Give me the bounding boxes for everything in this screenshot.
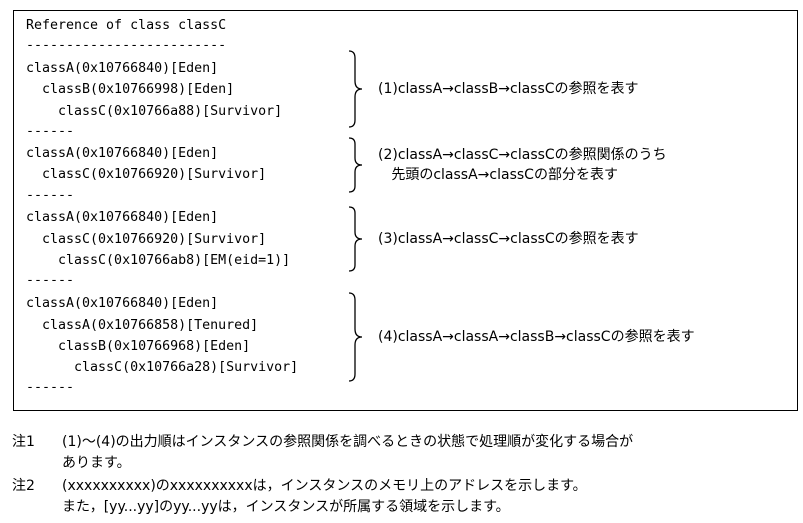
group4-line3: classB(0x10766968)[Eden] — [26, 339, 251, 354]
group4-line4: classC(0x10766a28)[Survivor] — [26, 360, 299, 375]
group2-separator: ------ — [26, 188, 75, 203]
group1-description: (1)classA→classB→classCの参照を表す — [378, 81, 639, 97]
note1-label: 注1 — [12, 434, 35, 450]
group1-line3: classC(0x10766a88)[Survivor] — [26, 104, 283, 119]
group2-description-line2: 先頭のclassA→classCの部分を表す — [378, 167, 618, 183]
note2-text-line1: (xxxxxxxxxx)のxxxxxxxxxxは，インスタンスのメモリ上のアドレ… — [62, 478, 587, 494]
group2-line2: classC(0x10766920)[Survivor] — [26, 167, 267, 182]
group4-line2: classA(0x10766858)[Tenured] — [26, 318, 259, 333]
group3-separator: ------ — [26, 273, 75, 288]
group4-line1: classA(0x10766840)[Eden] — [26, 296, 219, 311]
group3-description: (3)classA→classC→classCの参照を表す — [378, 231, 639, 247]
note2-text-line2: また，[yy...yy]のyy...yyは，インスタンスが所属する領域を示します… — [62, 499, 510, 515]
group3-brace — [348, 206, 363, 272]
group4-separator: ------ — [26, 380, 75, 395]
listing-rule: ------------------------- — [26, 38, 227, 53]
note1-text-line1: (1)～(4)の出力順はインスタンスの参照関係を調べるときの状態で処理順が変化す… — [62, 434, 634, 450]
group3-line1: classA(0x10766840)[Eden] — [26, 210, 219, 225]
listing-header: Reference of class classC — [26, 18, 227, 33]
note1-text-line2: あります。 — [62, 455, 131, 471]
group1-line1: classA(0x10766840)[Eden] — [26, 61, 219, 76]
group3-line3: classC(0x10766ab8)[EM(eid=1)] — [26, 253, 291, 268]
note2-label: 注2 — [12, 478, 35, 494]
group4-description: (4)classA→classA→classB→classCの参照を表す — [378, 329, 695, 345]
output-listing-box — [13, 10, 798, 411]
group1-brace — [348, 50, 363, 128]
group2-brace — [348, 137, 363, 193]
group1-separator: ------ — [26, 124, 75, 139]
group1-line2: classB(0x10766998)[Eden] — [26, 82, 235, 97]
group4-brace — [348, 292, 363, 382]
group2-line1: classA(0x10766840)[Eden] — [26, 146, 219, 161]
group3-line2: classC(0x10766920)[Survivor] — [26, 232, 267, 247]
group2-description-line1: (2)classA→classC→classCの参照関係のうち — [378, 147, 667, 163]
